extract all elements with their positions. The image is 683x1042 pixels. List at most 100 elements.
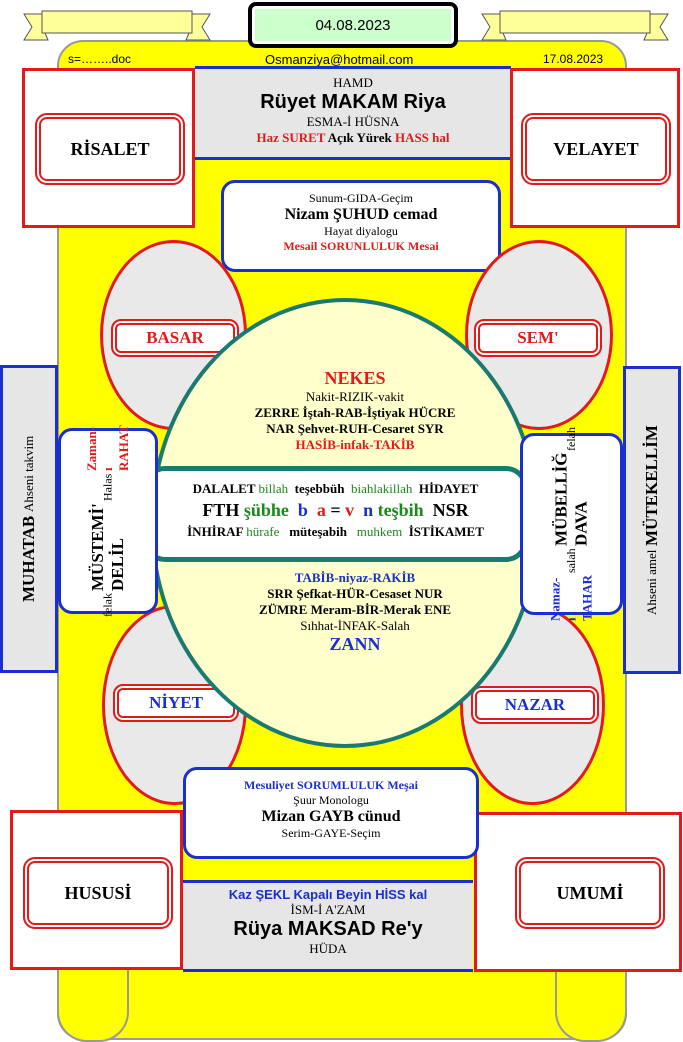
nekes-title: NEKES xyxy=(324,368,386,388)
haz-suret-text: Haz SURET xyxy=(256,130,326,145)
ruya-maksad-text: Rüya MAKSAD Re'y xyxy=(233,918,423,940)
fth-text: FTH xyxy=(202,500,240,520)
date-box: 04.08.2023 xyxy=(248,2,458,48)
nakit-rizik-text: Nakit-RIZIK-vakit xyxy=(305,389,405,404)
hasib-text: HASİB-infak-TAKİB xyxy=(295,437,415,452)
srr-text: SRR Şefkat-HÜR-Cesaset NUR xyxy=(267,586,443,601)
tesbih-text: teşbih xyxy=(377,500,424,520)
hidayet-text: HİDAYET xyxy=(418,481,479,496)
zaman-rahat-text: Zaman-ı RAHAT xyxy=(84,425,131,472)
mizan-gayb-text: Mizan GAYB cünud xyxy=(261,808,401,825)
mutekellim-text-group: Ahseni amel MÜTEKELLİM xyxy=(626,369,678,671)
nar-text: NAR Şehvet-RUH-Cesaret SYR xyxy=(266,421,444,436)
haz-suret-line: Haz SURET Açık Yürek HASS hal xyxy=(195,130,511,146)
kaz-sekl-line: Kaz ŞEKL Kapalı Beyin HİSS kal xyxy=(183,887,473,902)
mubellig-text-group: Namaz-ı TAHAR salah MÜBELLİĞ DAVA felah xyxy=(523,427,620,621)
ruyet-makam-text: Rüyet MAKAM Riya xyxy=(260,91,446,113)
ahseni-takvim-text: Ahseni takvim xyxy=(21,435,36,512)
email-note: Osmanziya@hotmail.com xyxy=(265,52,414,67)
equals-sign: = xyxy=(330,500,341,520)
hass-hal-text: HASS hal xyxy=(394,130,450,145)
subhe-text: şübhe xyxy=(243,500,289,520)
velayet-box: VELAYET xyxy=(510,68,680,228)
hususi-box: HUSUSİ xyxy=(10,810,183,970)
sunum-gida-box: Sunum-GIDA-Geçim Nizam ŞUHUD cemad Hayat… xyxy=(221,180,501,272)
mutekellim-text: MÜTEKELLİM xyxy=(642,424,661,546)
center-band: DALALET billah teşebbüh biahlakillah HİD… xyxy=(143,466,528,562)
tabib-text: TABİB-niyaz-RAKİB xyxy=(294,570,416,585)
muhkem-text: muhkem xyxy=(356,524,403,539)
nizam-suhud-text: Nizam ŞUHUD cemad xyxy=(284,206,438,223)
muhatab-text-group: MUHATAB Ahseni takvim xyxy=(3,368,55,670)
hayat-diyalogu-text: Hayat diyalogu xyxy=(324,224,398,238)
yellow-bottom-right-leg xyxy=(555,960,627,1042)
mustemi-text-group: felak MÜSTEMİ' DELİL Halas Zaman-ı RAHAT xyxy=(61,425,155,616)
hiss-kal-text: HİSS kal xyxy=(375,887,428,902)
doc-note: s=……..doc xyxy=(68,52,132,66)
kaz-sekl-text: Kaz ŞEKL Kapalı xyxy=(228,887,333,902)
risalet-box: RİSALET xyxy=(22,68,195,228)
left-scroll-banner xyxy=(23,10,211,41)
mesail-text: Mesail SORUNLULUK Mesai xyxy=(283,239,439,253)
top-hamd-panel: HAMD Rüyet MAKAM Riya ESMA-İ HÜSNA Haz S… xyxy=(195,66,511,160)
mubellig-dava-box: Namaz-ı TAHAR salah MÜBELLİĞ DAVA felah xyxy=(520,427,623,621)
second-date-note: 17.08.2023 xyxy=(543,52,604,66)
zerre-text: ZERRE İştah-RAB-İştiyak HÜCRE xyxy=(254,405,456,420)
risalet-label: RİSALET xyxy=(35,113,185,185)
mutesabih-text: müteşabih xyxy=(289,524,347,539)
acik-yurek-text: Açık Yürek xyxy=(327,130,392,145)
halas-text: Halas xyxy=(100,473,115,501)
felak-text: felak xyxy=(100,592,115,617)
tesebbuh-text: teşebbüh xyxy=(294,481,345,496)
n-letter: n xyxy=(363,500,374,520)
v-letter: v xyxy=(345,500,355,520)
dalalet-text: DALALET xyxy=(192,481,256,496)
hususi-label: HUSUSİ xyxy=(23,857,173,929)
nsr-text: NSR xyxy=(432,500,469,520)
dalalet-row: DALALET billah teşebbüh biahlakillah HİD… xyxy=(148,481,523,497)
inhiraf-row: İNHİRAF hürafe müteşabih muhkem İSTİKAME… xyxy=(148,524,523,540)
istikamet-text: İSTİKAMET xyxy=(408,524,484,539)
ahseni-amel-text: Ahseni amel xyxy=(644,549,659,616)
umumi-label: UMUMİ xyxy=(515,857,665,929)
muhatab-text: MUHATAB xyxy=(19,515,38,603)
felah-text: felah xyxy=(564,426,578,451)
sem-label: SEM' xyxy=(474,319,602,357)
umumi-box: UMUMİ xyxy=(474,812,682,972)
sihhat-text: Sıhhat-İNFAK-Salah xyxy=(300,618,410,633)
mustemi-delil-box: felak MÜSTEMİ' DELİL Halas Zaman-ı RAHAT xyxy=(58,425,158,617)
esma-husna-text: ESMA-İ HÜSNA xyxy=(306,114,400,129)
nazar-label: NAZAR xyxy=(471,686,599,724)
huda-text: HÜDA xyxy=(309,941,347,956)
velayet-label: VELAYET xyxy=(521,113,671,185)
serim-gaye-text: Serim-GAYE-Seçim xyxy=(281,826,381,840)
tabib-block: TABİB-niyaz-RAKİB SRR Şefkat-HÜR-Cesaset… xyxy=(195,570,515,655)
mubellig-dava-text: MÜBELLİĞ DAVA xyxy=(551,452,591,547)
mutekellim-bar: Ahseni amel MÜTEKELLİM xyxy=(623,366,681,674)
biahlakillah-text: biahlakillah xyxy=(350,481,413,496)
muhatab-bar: MUHATAB Ahseni takvim xyxy=(0,365,58,673)
fth-row: FTH şübhe b a = v n teşbih NSR xyxy=(148,500,523,521)
ism-azam-text: İSM-İ A'ZAM xyxy=(290,902,366,917)
a-letter: a xyxy=(316,500,326,520)
zann-title: ZANN xyxy=(329,634,381,654)
hamd-text: HAMD xyxy=(333,75,373,90)
sunum-text: Sunum-GIDA-Geçim xyxy=(309,191,413,205)
nekes-block: NEKES Nakit-RIZIK-vakit ZERRE İştah-RAB-… xyxy=(195,368,515,453)
inhiraf-text: İNHİRAF xyxy=(187,524,243,539)
mustemi-delil-text: MÜSTEMİ' DELİL xyxy=(88,502,127,591)
beyin-text: Beyin xyxy=(336,887,372,902)
bottom-ruya-panel: Kaz ŞEKL Kapalı Beyin HİSS kal İSM-İ A'Z… xyxy=(183,880,473,972)
salah-text: salah xyxy=(564,548,578,574)
mesuliyet-text: Mesuliyet SORUMLULUK Meşai xyxy=(244,778,418,792)
hurafe-text: hürafe xyxy=(246,524,280,539)
b-letter: b xyxy=(297,500,308,520)
mesuliyet-box: Mesuliyet SORUMLULUK Meşai Şuur Monologu… xyxy=(183,767,479,859)
zumre-text: ZÜMRE Meram-BİR-Merak ENE xyxy=(258,602,452,617)
billah-text: billah xyxy=(258,481,289,496)
yellow-bottom-left-leg xyxy=(57,960,129,1042)
right-scroll-banner xyxy=(481,10,669,41)
suur-monologu-text: Şuur Monologu xyxy=(293,793,369,807)
namaz-tahar-text: Namaz-ı TAHAR xyxy=(547,575,595,622)
date-text: 04.08.2023 xyxy=(315,16,391,34)
